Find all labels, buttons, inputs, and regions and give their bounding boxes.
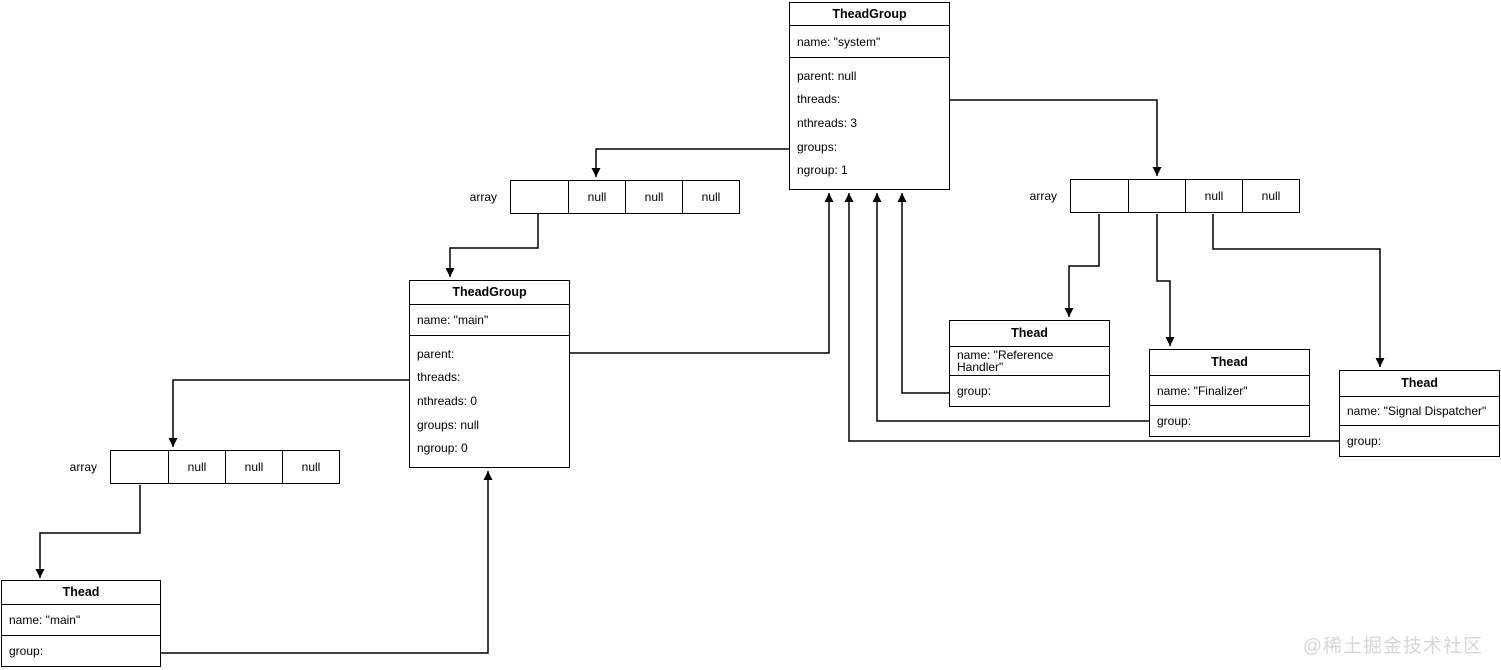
array-cell-1	[1128, 180, 1185, 212]
node-attributes: group:	[2, 636, 160, 665]
attr-nthreads: nthreads: 3	[797, 115, 858, 130]
node-threadgroup-main: TheadGroup name: "main" parent: threads:…	[409, 280, 570, 468]
attr-threads: threads:	[417, 370, 461, 385]
attr-parent: parent:	[417, 346, 455, 361]
node-thread-main: Thead name: "main" group:	[1, 580, 161, 667]
node-title: Thead	[1340, 371, 1499, 397]
array-cell-0	[1071, 180, 1128, 212]
node-thread-finalizer: Thead name: "Finalizer" group:	[1149, 349, 1310, 437]
node-name-field: name: "system"	[790, 26, 949, 58]
array-cell-2: null	[1185, 180, 1242, 212]
connector-threads-array-to-finalizer	[1156, 214, 1175, 346]
attr-group: group:	[9, 643, 44, 658]
array-main-threads: array null null null	[57, 450, 340, 484]
attr-group: group:	[1347, 433, 1382, 448]
node-thread-reference-handler: Thead name: "Reference Handler" group:	[949, 320, 1110, 407]
node-title: Thead	[1150, 350, 1309, 376]
node-name-field: name: "Reference Handler"	[950, 347, 1109, 376]
array-label: array	[69, 460, 97, 474]
array-cell-1: null	[568, 181, 625, 213]
watermark-text: @稀土掘金技术社区	[1302, 636, 1483, 657]
connector-threads-array-to-signal-dispatcher	[1212, 214, 1385, 367]
connector-threads-array-to-reference-handler	[1064, 214, 1100, 317]
attr-ngroup: ngroup: 0	[417, 441, 468, 456]
attr-group: group:	[957, 383, 992, 398]
array-cell-0	[111, 451, 168, 483]
array-cells: null null null	[510, 180, 740, 214]
array-cell-3: null	[1242, 180, 1299, 212]
array-cell-1: null	[168, 451, 225, 483]
node-thread-signal-dispatcher: Thead name: "Signal Dispatcher" group:	[1339, 370, 1500, 457]
array-label: array	[469, 190, 497, 204]
attr-nthreads: nthreads: 0	[417, 393, 478, 408]
node-attributes: group:	[950, 376, 1109, 405]
node-name-field: name: "main"	[2, 605, 160, 636]
node-title: TheadGroup	[790, 3, 949, 26]
attr-parent: parent: null	[797, 68, 857, 83]
node-name-field: name: "Signal Dispatcher"	[1340, 397, 1499, 426]
node-title: Thead	[950, 321, 1109, 347]
node-attributes: group:	[1340, 426, 1499, 455]
array-cells: null null null	[110, 450, 340, 484]
attr-group: group:	[1157, 413, 1192, 428]
array-cell-2: null	[225, 451, 282, 483]
node-attributes: parent: threads: nthreads: 0 groups: nul…	[410, 336, 569, 466]
node-title: TheadGroup	[410, 281, 569, 305]
attr-threads: threads:	[797, 92, 841, 107]
node-threadgroup-system: TheadGroup name: "system" parent: null t…	[789, 2, 950, 190]
node-name-field: name: "main"	[410, 305, 569, 336]
array-cell-0	[511, 181, 568, 213]
attr-ngroup: ngroup: 1	[797, 163, 848, 178]
connector-system-groups-to-groups-array	[591, 148, 790, 177]
node-attributes: group:	[1150, 406, 1309, 435]
attr-groups: groups:	[797, 139, 838, 154]
connector-groups-array-to-main-group	[445, 214, 539, 277]
connector-main-parent-to-system-group	[570, 193, 834, 354]
array-label: array	[1029, 189, 1057, 203]
connector-main-array-to-main-thread	[35, 485, 141, 578]
array-cell-3: null	[282, 451, 339, 483]
node-name-field: name: "Finalizer"	[1150, 376, 1309, 406]
array-cells: null null	[1070, 179, 1300, 213]
array-system-threads: array null null	[1017, 179, 1300, 213]
connector-system-threads-to-threads-array	[950, 99, 1162, 176]
array-cell-3: null	[682, 181, 739, 213]
array-system-groups: array null null null	[457, 180, 740, 214]
attr-groups: groups: null	[417, 417, 480, 432]
connector-main-threads-to-main-array	[168, 379, 409, 447]
connector-main-thread-group-to-main-group	[161, 471, 493, 654]
node-title: Thead	[2, 581, 160, 605]
array-cell-2: null	[625, 181, 682, 213]
connector-reference-handler-group-to-system	[897, 193, 949, 394]
node-attributes: parent: null threads: nthreads: 3 groups…	[790, 58, 949, 188]
